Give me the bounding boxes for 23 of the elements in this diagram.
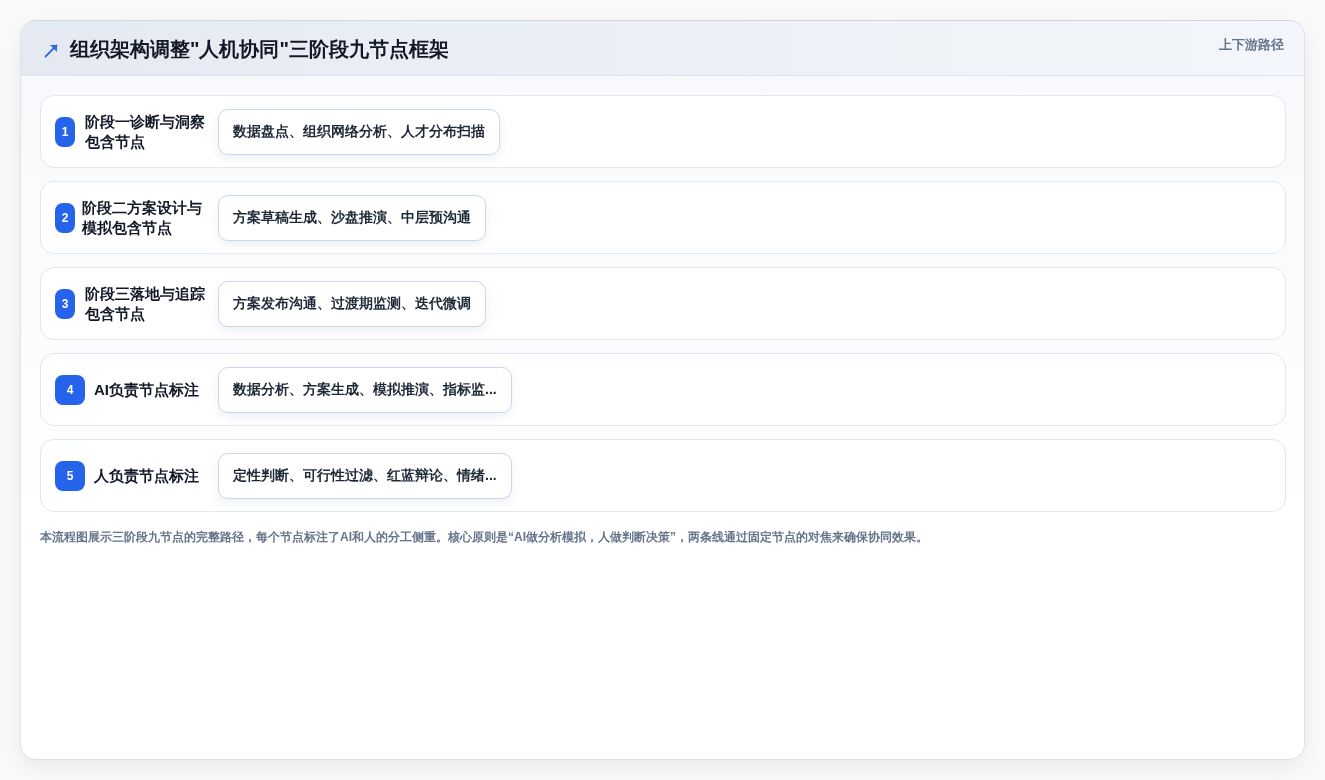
node-list-box: 方案发布沟通、过渡期监测、迭代微调 (218, 281, 486, 327)
number-badge: 1 (55, 117, 75, 147)
stage-label: 阶段二方案设计与模拟包含节点 (82, 197, 203, 238)
node-list-box: 数据盘点、组织网络分析、人才分布扫描 (218, 109, 500, 155)
stage-card (40, 439, 1286, 512)
node-list-box: 定性判断、可行性过滤、红蓝辩论、情绪... (218, 453, 512, 499)
stage-card (40, 353, 1286, 426)
stage-card (40, 95, 1286, 168)
stage-label: AI负责节点标注 (94, 379, 200, 400)
stage-label: 阶段一诊断与洞察包含节点 (85, 111, 206, 152)
node-list-box: 数据分析、方案生成、模拟推演、指标监... (218, 367, 512, 413)
caption: 本流程图展示三阶段九节点的完整路径，每个节点标注了AI和人的分工侧重。核心原则是“AI做分析模拟，人做判断决策”，两条线通过固定节点的对焦来确保协同效果。 (40, 529, 929, 545)
stage-card (40, 267, 1286, 340)
number-badge: 4 (55, 375, 85, 405)
number-badge: 2 (55, 203, 75, 233)
number-badge: 3 (55, 289, 75, 319)
stage-label: 人负责节点标注 (94, 465, 200, 486)
number-badge: 5 (55, 461, 85, 491)
stage-label: 阶段三落地与追踪包含节点 (85, 283, 206, 324)
stage-card (40, 181, 1286, 254)
title: 组织架构调整"人机协同"三阶段九节点框架 (70, 37, 449, 62)
header-label: 上下游路径 (1219, 36, 1284, 53)
node-list-box: 方案草稿生成、沙盘推演、中层预沟通 (218, 195, 486, 241)
